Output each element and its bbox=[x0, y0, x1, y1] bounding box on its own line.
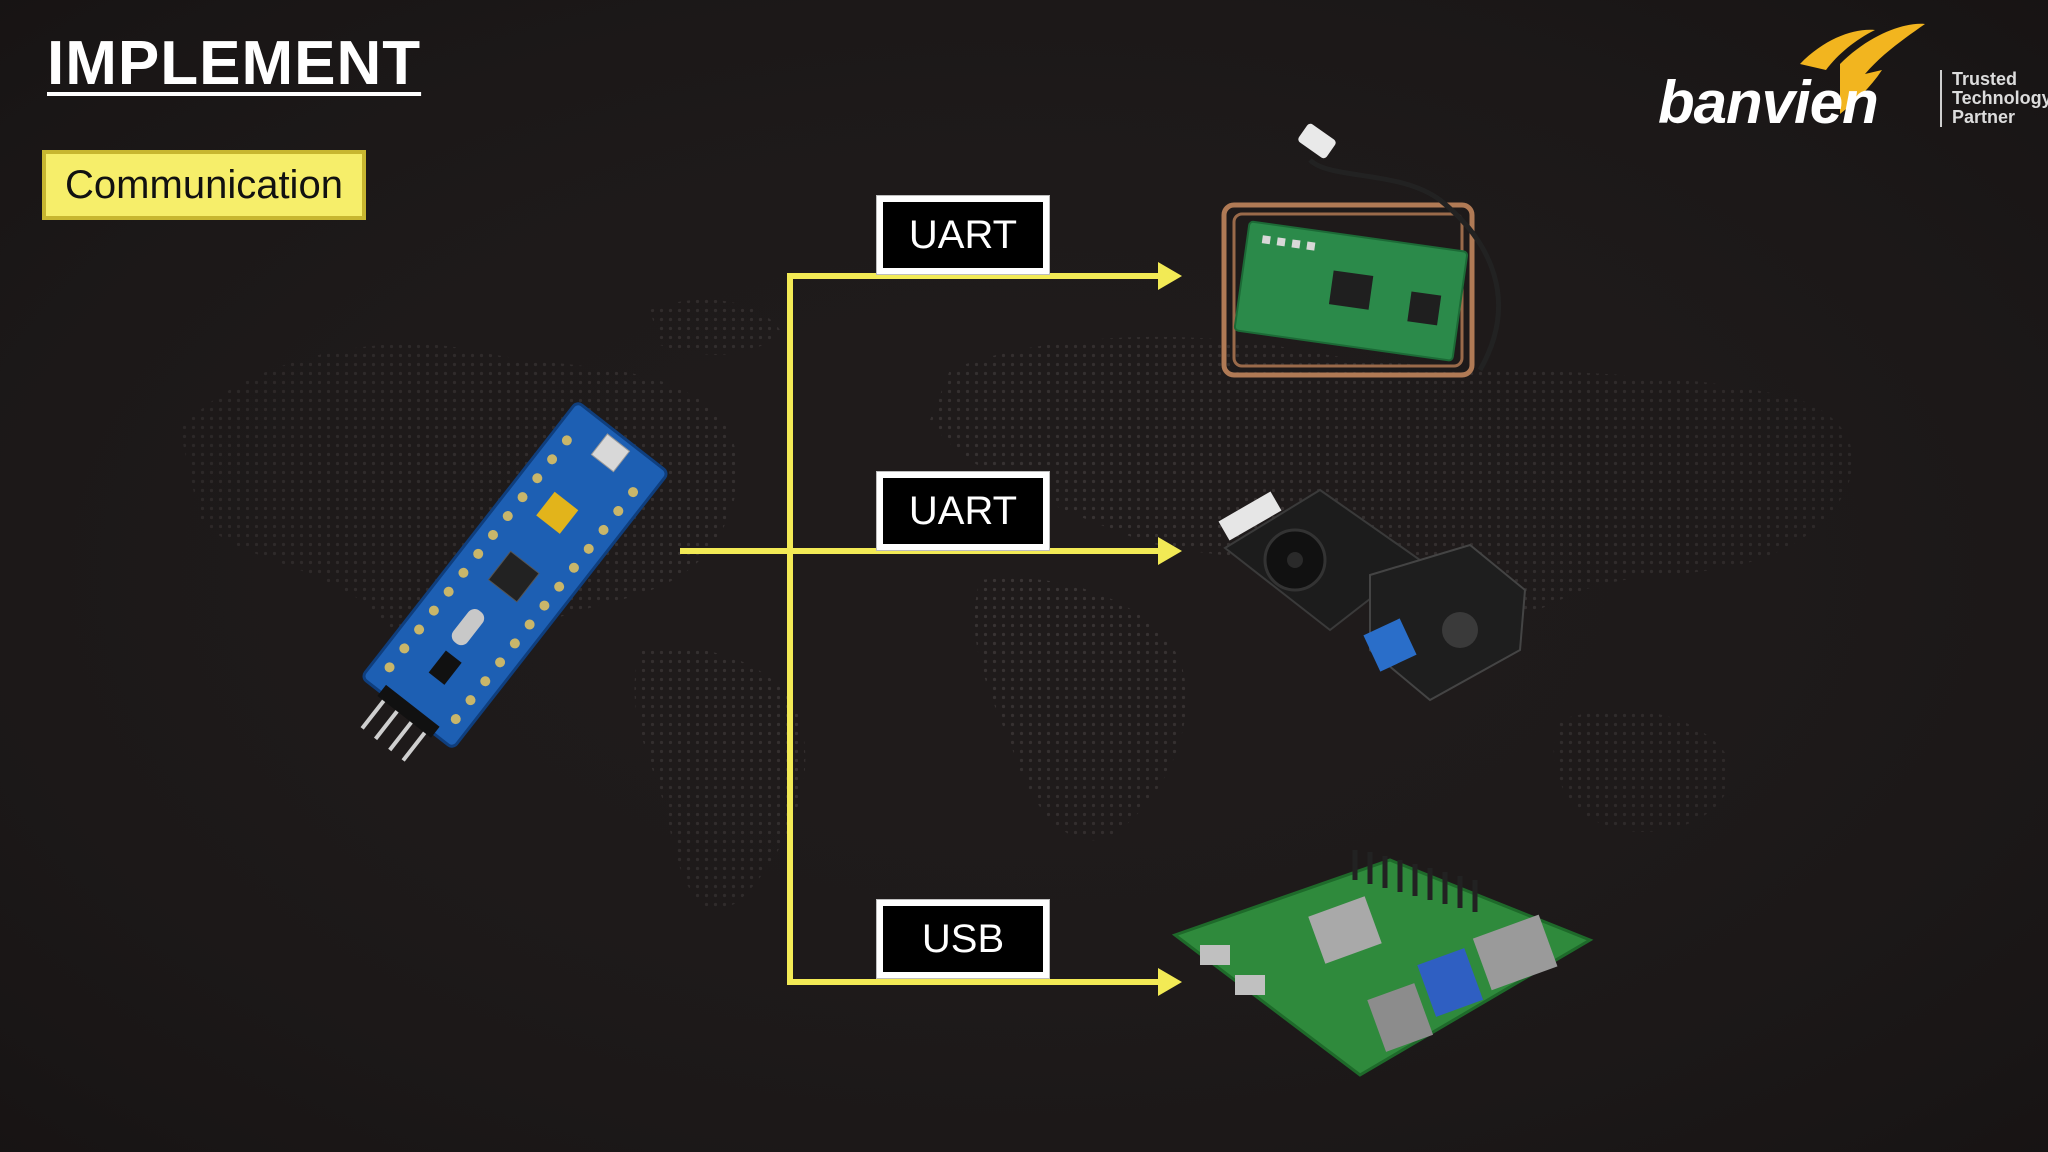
protocol-label-rfid: UART bbox=[876, 195, 1050, 275]
connector-lines bbox=[680, 273, 1161, 985]
raspberry-pi-icon bbox=[1171, 850, 1594, 1077]
banvien-logo: banvien Trusted Technology Partner bbox=[1650, 18, 2048, 138]
barcode-scanner-icon bbox=[1218, 488, 1527, 702]
rfid-reader-icon bbox=[1221, 123, 1502, 378]
slide-title: IMPLEMENT bbox=[47, 29, 422, 98]
arrow-head-raspberry bbox=[1158, 968, 1182, 996]
connector-arrows bbox=[1158, 262, 1182, 996]
logo-tagline-line: Partner bbox=[1952, 107, 2016, 127]
logo-tagline-line: Technology bbox=[1952, 88, 2048, 108]
section-badge: Communication bbox=[42, 150, 366, 220]
stm32-board-icon bbox=[360, 402, 668, 762]
logo-tagline-line: Trusted bbox=[1952, 69, 2018, 89]
banvien-logo-icon bbox=[1800, 23, 1925, 114]
protocol-label-raspberry: USB bbox=[876, 899, 1050, 979]
arrow-head-barcode bbox=[1158, 537, 1182, 565]
arrow-head-rfid bbox=[1158, 262, 1182, 290]
logo-tagline: Trusted Technology Partner bbox=[1940, 70, 2048, 127]
logo-wordmark: banvien bbox=[1658, 69, 1879, 136]
protocol-label-barcode: UART bbox=[876, 471, 1050, 551]
